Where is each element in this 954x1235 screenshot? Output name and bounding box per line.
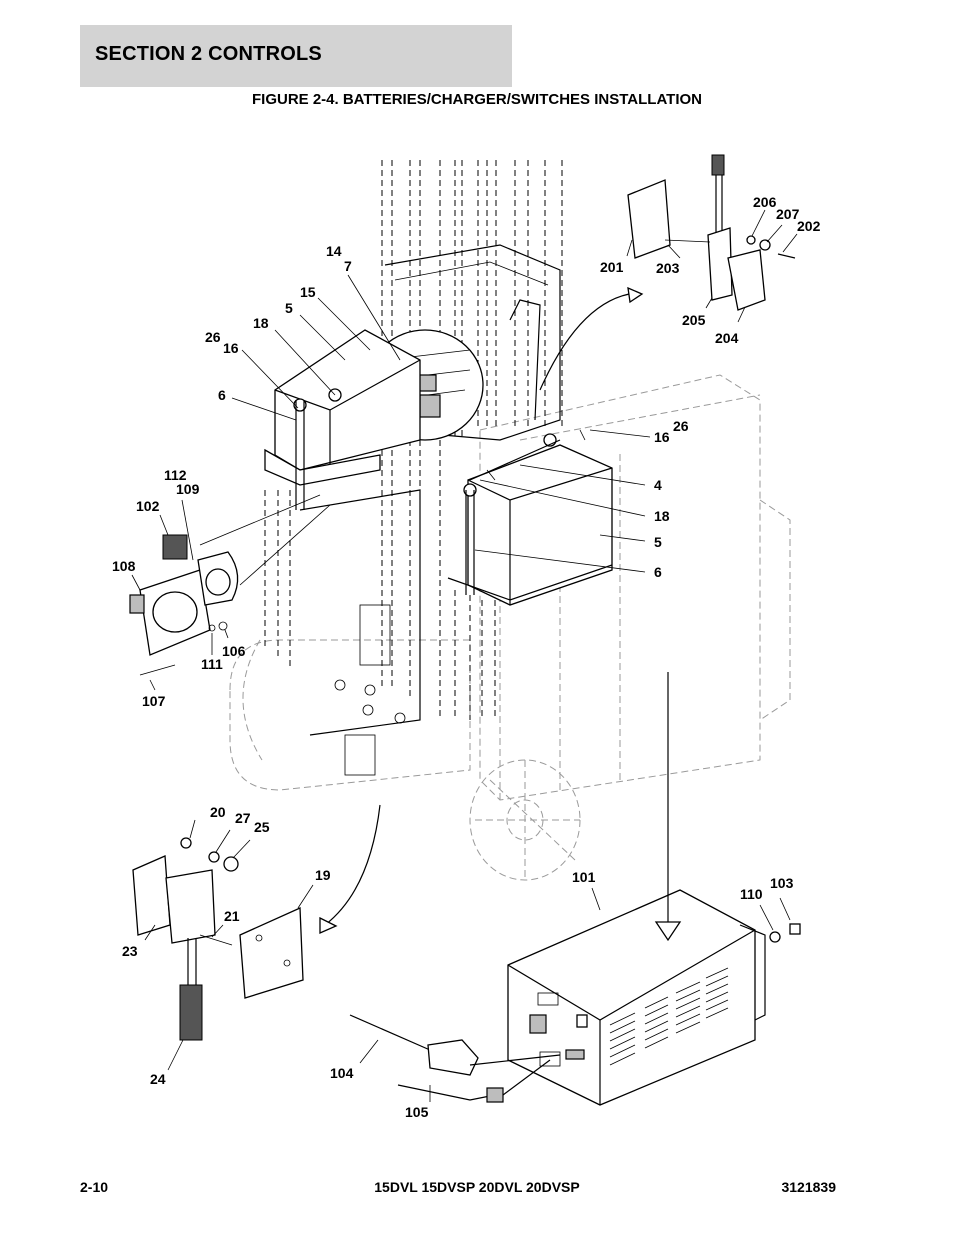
- callout-207: 207: [776, 206, 800, 222]
- callout-105: 105: [405, 1104, 429, 1120]
- callout-109: 109: [176, 481, 200, 497]
- callout-203: 203: [656, 260, 680, 276]
- callout-5b: 5: [654, 534, 662, 550]
- document-number: 3121839: [781, 1179, 836, 1195]
- battery-rear: [264, 329, 421, 510]
- callout-24: 24: [150, 1071, 166, 1087]
- callout-7: 7: [344, 258, 352, 274]
- callout-102: 102: [136, 498, 160, 514]
- callout-5: 5: [285, 300, 293, 316]
- callouts: 14 7 15 5 18 26 16 6 112 109 102 108 106…: [112, 194, 821, 1120]
- callout-26b: 26: [673, 418, 689, 434]
- callout-112: 112: [164, 467, 187, 483]
- callout-18: 18: [253, 315, 269, 331]
- battery-front: [447, 429, 613, 606]
- callout-6b: 6: [654, 564, 662, 580]
- model-list: 15DVL 15DVSP 20DVL 20DVSP: [374, 1179, 580, 1195]
- callout-108: 108: [112, 558, 136, 574]
- callout-19: 19: [315, 867, 331, 883]
- callout-16: 16: [223, 340, 239, 356]
- charger-vents: [609, 967, 729, 1066]
- callout-206: 206: [753, 194, 777, 210]
- callout-106: 106: [222, 643, 246, 659]
- callout-27: 27: [235, 810, 251, 826]
- callout-21: 21: [224, 908, 240, 924]
- callout-110: 110: [740, 886, 763, 902]
- callout-20: 20: [210, 804, 226, 820]
- charger-socket: [129, 494, 331, 676]
- callout-204: 204: [715, 330, 739, 346]
- callout-25: 25: [254, 819, 270, 835]
- callout-104: 104: [330, 1065, 354, 1081]
- callout-16b: 16: [654, 429, 670, 445]
- callout-101: 101: [572, 869, 596, 885]
- callout-202: 202: [797, 218, 821, 234]
- battery-charger: [349, 672, 801, 1106]
- callout-103: 103: [770, 875, 794, 891]
- section-title: SECTION 2 CONTROLS: [95, 43, 322, 65]
- callout-201: 201: [600, 259, 624, 275]
- callout-18b: 18: [654, 508, 670, 524]
- switch-upper: [539, 154, 796, 391]
- callout-4: 4: [654, 477, 662, 493]
- callout-26: 26: [205, 329, 221, 345]
- callout-111: 111: [201, 656, 223, 672]
- callout-107: 107: [142, 693, 166, 709]
- figure-title: FIGURE 2-4. BATTERIES/CHARGER/SWITCHES I…: [251, 91, 702, 108]
- leader-lines: [131, 209, 798, 1102]
- page-number: 2-10: [80, 1179, 109, 1195]
- callout-6: 6: [218, 387, 226, 403]
- machine-outline: [229, 374, 791, 881]
- section-banner: SECTION 2 CONTROLS: [80, 25, 512, 87]
- callout-23: 23: [122, 943, 138, 959]
- callout-15: 15: [300, 284, 316, 300]
- chassis-stack: [264, 489, 496, 776]
- switch-lower: [132, 804, 381, 1041]
- callout-14: 14: [326, 243, 342, 259]
- callout-205: 205: [682, 312, 706, 328]
